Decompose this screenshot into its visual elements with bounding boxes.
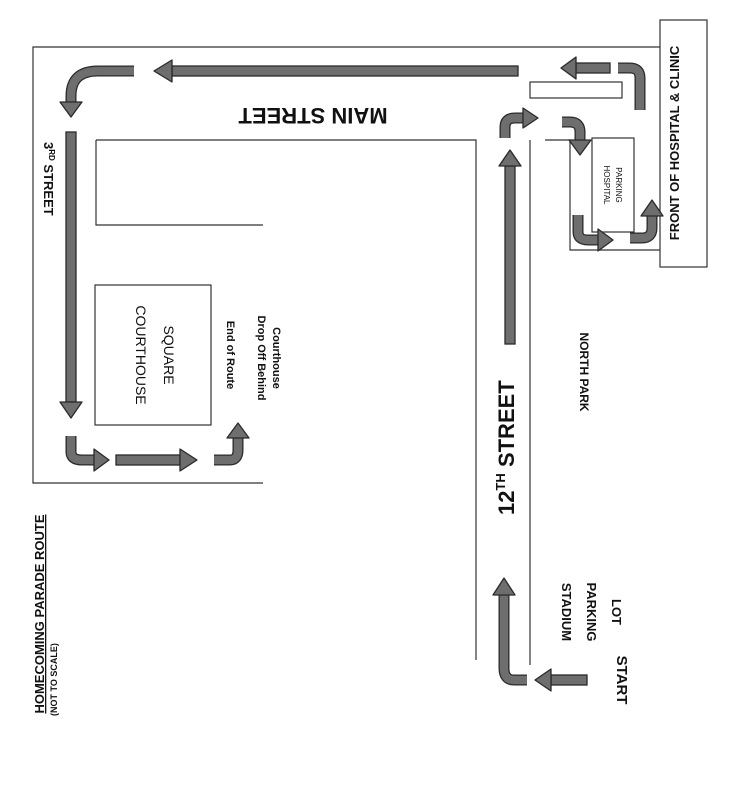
route-curve-start [492,577,527,686]
stadium-label-line2: PARKING [584,583,599,642]
twelfth-street-label: 12TH STREET [493,380,519,515]
route-arrow-12th-street [498,149,522,345]
route-curve-main-to-3rd [59,65,134,118]
route-curve-12th-to-main [499,107,539,138]
drop-off-label-line2: Courthouse [270,327,282,389]
hospital-parking-box [591,137,635,233]
stadium-label-line1: STADIUM [559,583,574,641]
route-curve-3rd-to-south [65,436,110,472]
end-of-route-label: End of Route [224,321,236,389]
route-arrow-3rd-street [59,131,83,419]
route-curve-hospital-lot-exit [630,199,664,244]
hospital-front-box [659,19,708,268]
start-label: START [613,656,630,705]
block-edge-top [95,140,263,226]
courthouse-square-label-line2: SQUARE [161,325,177,384]
route-curve-end-of-route [214,422,250,466]
route-arrow-start [534,668,588,692]
route-curve-into-hospital-parking [562,116,592,156]
north-park-label: NORTH PARK [577,332,591,411]
courthouse-square-box [94,284,212,426]
main-street-south-edge [96,139,477,660]
map-subtitle: (NOT TO SCALE) [49,643,59,716]
street-outlines [32,46,660,665]
hospital-parking-label-line2: PARKING [614,167,623,202]
stadium-label-line3: LOT [609,599,624,625]
route-curve-hospital-front [618,62,646,110]
hospital-parking-label-line1: HOSPITAL [602,166,611,206]
route-arrow-hospital-front [560,56,611,80]
outer-road-edge [32,46,660,484]
hospital-lot-edge [545,139,660,251]
third-street-label: 3RD STREET [41,142,56,216]
route-arrow-courthouse-south [115,448,198,472]
median-strip [529,81,623,99]
route-curve-hospital-lot-bottom [572,215,614,252]
courthouse-square-label-line1: COURTHOUSE [133,305,149,404]
map-title: HOMECOMING PARADE ROUTE [32,514,47,713]
hospital-front-label: FRONT OF HOSPITAL & CLINIC [667,45,682,240]
main-street-label: MAIN STREET [238,103,388,128]
route-arrow-main-street [153,59,519,83]
drop-off-label-line1: Drop Off Behind [255,316,267,401]
